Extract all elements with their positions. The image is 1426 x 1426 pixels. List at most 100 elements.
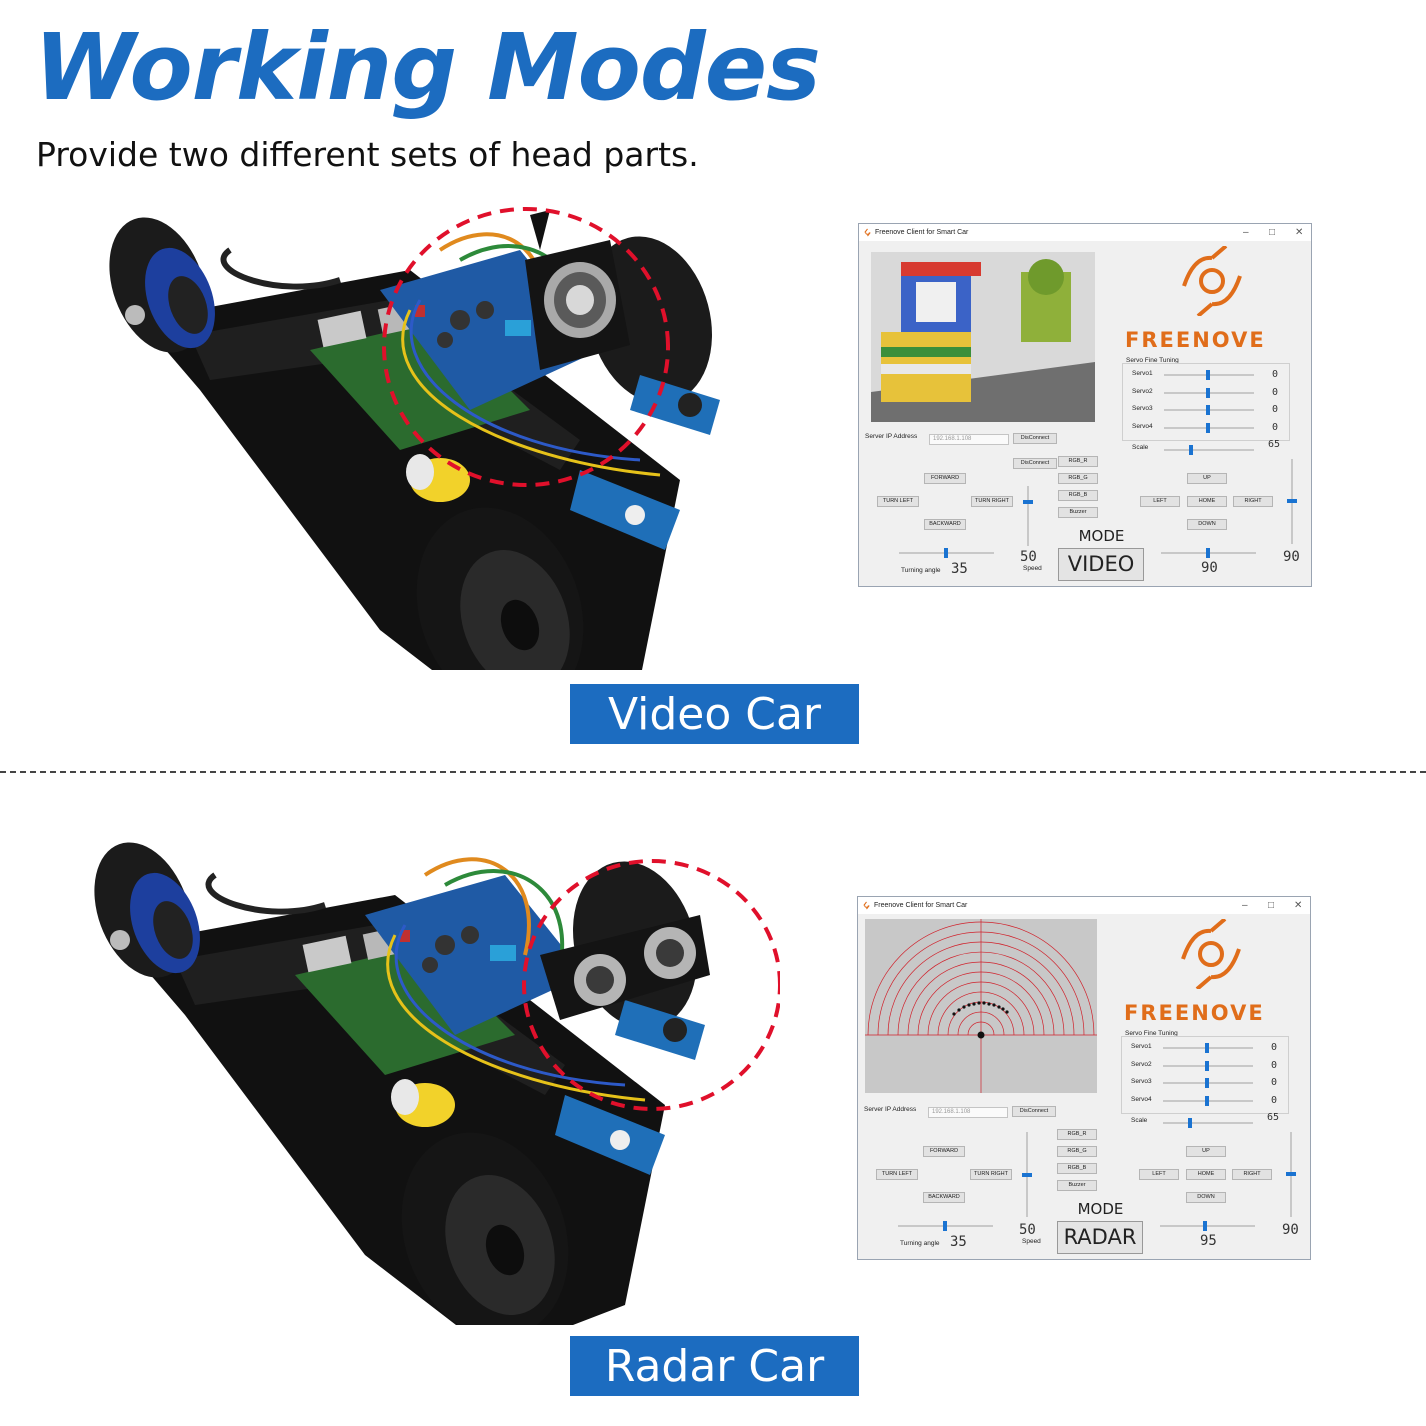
servo3-label: Servo3 [1132,405,1153,412]
forward-button[interactable]: FORWARD [924,473,966,484]
brand-name: FREENOVE [1124,1001,1265,1025]
rgb-r-button[interactable]: RGB_R [1057,1129,1097,1140]
mode-toggle-button[interactable]: VIDEO [1058,548,1144,581]
servo4-slider-handle[interactable] [1206,423,1210,433]
servo1-slider-handle[interactable] [1205,1043,1209,1053]
turn-left-button[interactable]: TURN LEFT [877,496,919,507]
maximize-icon[interactable]: □ [1269,227,1276,238]
radar-display [865,919,1097,1093]
servo2-value: 0 [1272,387,1279,398]
buzzer-button[interactable]: Buzzer [1057,1180,1097,1191]
close-icon[interactable]: ✕ [1295,227,1304,238]
servo4-value: 0 [1271,1095,1278,1106]
mode-label: MODE [1078,527,1125,545]
rgb-b-button[interactable]: RGB_B [1058,490,1098,501]
title-bar: Freenove Client for Smart Car [859,224,1311,241]
head-horizontal-value: 90 [1201,560,1218,576]
mode-toggle-button[interactable]: RADAR [1057,1221,1143,1254]
radar-car-photo [60,805,780,1325]
server-ip-input[interactable]: 192.168.1.108 [928,1107,1008,1118]
backward-button[interactable]: BACKWARD [923,1192,965,1203]
head-horizontal-slider-handle[interactable] [1203,1221,1207,1231]
forward-button[interactable]: FORWARD [923,1146,965,1157]
maximize-icon[interactable]: □ [1268,900,1275,911]
section-divider [0,771,1426,773]
disconnect-button[interactable]: DisConnect [1012,1106,1056,1117]
head-up-button[interactable]: UP [1186,1146,1226,1157]
turn-left-button[interactable]: TURN LEFT [876,1169,918,1180]
head-vertical-slider-handle[interactable] [1286,1172,1296,1176]
backward-button[interactable]: BACKWARD [924,519,966,530]
servo1-value: 0 [1271,1042,1278,1053]
highlight-circle [382,207,671,488]
speed-slider-handle[interactable] [1023,500,1033,504]
scale-slider[interactable] [1164,449,1254,451]
buzzer-button[interactable]: Buzzer [1058,507,1098,518]
servo-tuning-box [1122,363,1290,441]
servo3-slider-handle[interactable] [1206,405,1210,415]
head-home-button[interactable]: HOME [1187,496,1227,507]
turn-right-button[interactable]: TURN RIGHT [970,1169,1012,1180]
scale-label: Scale [1132,444,1149,451]
turn-right-button[interactable]: TURN RIGHT [971,496,1013,507]
freenove-logo-icon [1182,246,1242,316]
video-car-photo [70,190,760,670]
head-home-button[interactable]: HOME [1186,1169,1226,1180]
head-down-button[interactable]: DOWN [1187,519,1227,530]
server-ip-label: Server IP Address [865,433,918,440]
radar-app-window: Freenove Client for Smart Car – □ ✕ [857,896,1311,1260]
servo4-slider-handle[interactable] [1205,1096,1209,1106]
brand-name: FREENOVE [1125,328,1266,352]
servo2-label: Servo2 [1132,388,1153,395]
server-ip-input[interactable]: 192.168.1.108 [929,434,1009,445]
app-logo-icon [864,228,871,237]
scale-value: 65 [1268,439,1281,450]
camera-module-icon [525,210,630,370]
disconnect-video-button[interactable]: DisConnect [1013,458,1057,469]
servo3-label: Servo3 [1131,1078,1152,1085]
close-icon[interactable]: ✕ [1294,900,1303,911]
turning-angle-slider-handle[interactable] [944,548,948,558]
rgb-g-button[interactable]: RGB_G [1058,473,1098,484]
servo-fine-tuning-label: Servo Fine Tuning [1125,1030,1178,1037]
radar-car-banner: Radar Car [570,1336,859,1396]
minimize-icon[interactable]: – [1242,900,1248,911]
servo2-slider-handle[interactable] [1205,1061,1209,1071]
speed-slider-handle[interactable] [1022,1173,1032,1177]
servo3-slider-handle[interactable] [1205,1078,1209,1088]
head-left-button[interactable]: LEFT [1140,496,1180,507]
minimize-icon[interactable]: – [1243,227,1249,238]
scale-slider[interactable] [1163,1122,1253,1124]
head-horizontal-value: 95 [1200,1233,1217,1249]
speed-value: 50 [1019,1222,1036,1238]
servo2-value: 0 [1271,1060,1278,1071]
title-bar: Freenove Client for Smart Car [858,897,1310,914]
head-vertical-value: 90 [1283,549,1300,565]
head-right-button[interactable]: RIGHT [1233,496,1273,507]
speed-slider[interactable] [1027,486,1029,546]
head-down-button[interactable]: DOWN [1186,1192,1226,1203]
head-vertical-slider-handle[interactable] [1287,499,1297,503]
speed-label: Speed [1022,1238,1041,1245]
head-up-button[interactable]: UP [1187,473,1227,484]
video-app-window: Freenove Client for Smart Car – □ ✕ FREE… [858,223,1312,587]
highlight-circle [522,859,780,1112]
servo4-label: Servo4 [1132,423,1153,430]
scale-slider-handle[interactable] [1189,445,1193,455]
servo1-slider-handle[interactable] [1206,370,1210,380]
head-vertical-value: 90 [1282,1222,1299,1238]
head-horizontal-slider-handle[interactable] [1206,548,1210,558]
turning-angle-value: 35 [950,1234,967,1250]
scale-slider-handle[interactable] [1188,1118,1192,1128]
rgb-g-button[interactable]: RGB_G [1057,1146,1097,1157]
servo3-value: 0 [1272,404,1279,415]
turning-angle-slider-handle[interactable] [943,1221,947,1231]
disconnect-button[interactable]: DisConnect [1013,433,1057,444]
head-left-button[interactable]: LEFT [1139,1169,1179,1180]
head-right-button[interactable]: RIGHT [1232,1169,1272,1180]
head-horizontal-slider[interactable] [1160,1225,1255,1227]
rgb-r-button[interactable]: RGB_R [1058,456,1098,467]
servo1-label: Servo1 [1131,1043,1152,1050]
servo2-slider-handle[interactable] [1206,388,1210,398]
rgb-b-button[interactable]: RGB_B [1057,1163,1097,1174]
